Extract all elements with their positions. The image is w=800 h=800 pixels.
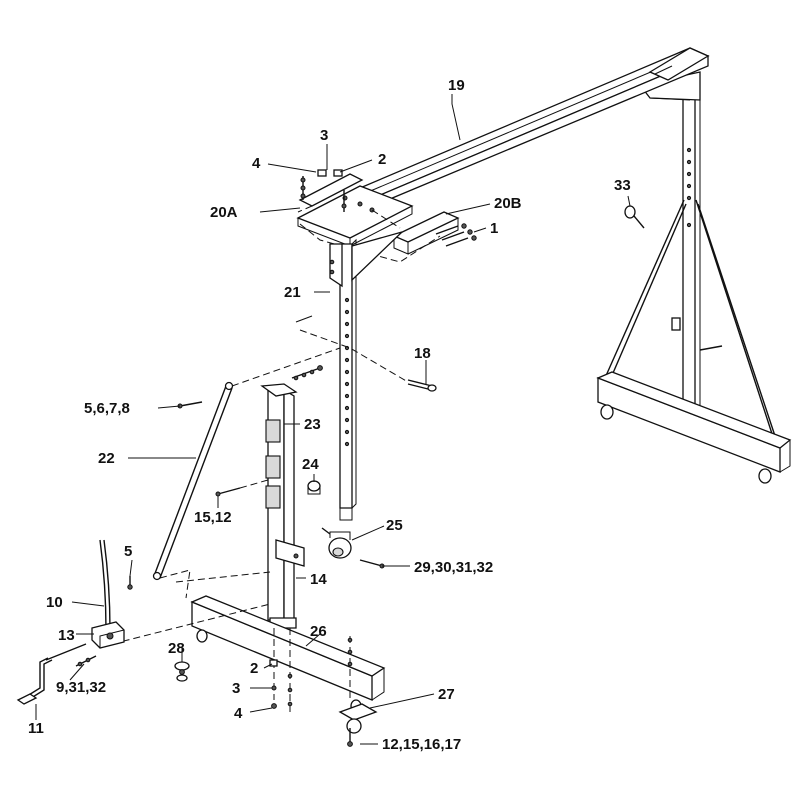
top-beam-19	[358, 47, 710, 206]
callout-14: 14	[310, 571, 327, 588]
outer-leg-23	[260, 383, 305, 629]
callout-28: 28	[168, 640, 185, 657]
callout-4-bottom: 4	[234, 705, 243, 722]
winch-13	[91, 621, 125, 649]
callout-25: 25	[386, 517, 403, 534]
callout-29: 29,30,31,32	[414, 559, 493, 576]
bolt-29	[359, 559, 385, 569]
callout-3-bottom: 3	[232, 680, 240, 697]
callout-27: 27	[438, 686, 455, 703]
inner-tube-21	[329, 231, 403, 521]
callout-22: 22	[98, 450, 115, 467]
callout-13: 13	[58, 627, 75, 644]
leg-fasteners	[291, 365, 323, 381]
pin-18	[407, 379, 437, 392]
leader-lines	[35, 94, 631, 745]
right-tube-holes	[686, 147, 692, 228]
clamp-24	[307, 480, 321, 495]
callout-1512: 15,12	[194, 509, 232, 526]
top-plate-20a	[296, 173, 414, 247]
base-beam-26	[190, 595, 386, 713]
crank-11	[16, 643, 87, 705]
callout-23: 23	[304, 416, 321, 433]
callout-5: 5	[124, 543, 132, 560]
callout-5678: 5,6,7,8	[84, 400, 130, 417]
callout-19: 19	[448, 77, 465, 94]
bolt-9	[75, 655, 97, 667]
right-leg-assembly	[596, 71, 792, 484]
bolt-1512	[215, 487, 241, 497]
callout-20a: 20A	[210, 204, 238, 221]
callout-2-bottom: 2	[250, 660, 258, 677]
callout-21: 21	[284, 284, 301, 301]
callout-33: 33	[614, 177, 631, 194]
callout-1: 1	[490, 220, 498, 237]
top-fasteners	[300, 169, 347, 212]
callout-26: 26	[310, 623, 327, 640]
bolt-5	[127, 576, 133, 590]
callout-10: 10	[46, 594, 63, 611]
cable-10	[99, 539, 111, 631]
caster-25	[321, 527, 352, 559]
hook-33	[624, 205, 645, 229]
callout-20b: 20B	[494, 195, 522, 212]
callout-labels: 19 3 4 2 20A 20B 1 33 21 18 5,6,7,8 22 2…	[28, 77, 631, 753]
column-bolts	[347, 637, 353, 667]
callout-2-top: 2	[378, 151, 386, 168]
callout-24: 24	[302, 456, 319, 473]
callout-4-top: 4	[252, 155, 261, 172]
callout-12: 12,15,16,17	[382, 736, 461, 753]
hardware-28	[174, 661, 190, 682]
callout-3-top: 3	[320, 127, 328, 144]
bolts-1	[435, 223, 477, 247]
inner-tube-holes	[344, 297, 350, 447]
callout-9: 9,31,32	[56, 679, 106, 696]
callout-18: 18	[414, 345, 431, 362]
caster-27	[338, 703, 378, 747]
screw-5678	[177, 401, 203, 409]
brace-22	[152, 381, 234, 581]
callout-11: 11	[28, 720, 44, 737]
